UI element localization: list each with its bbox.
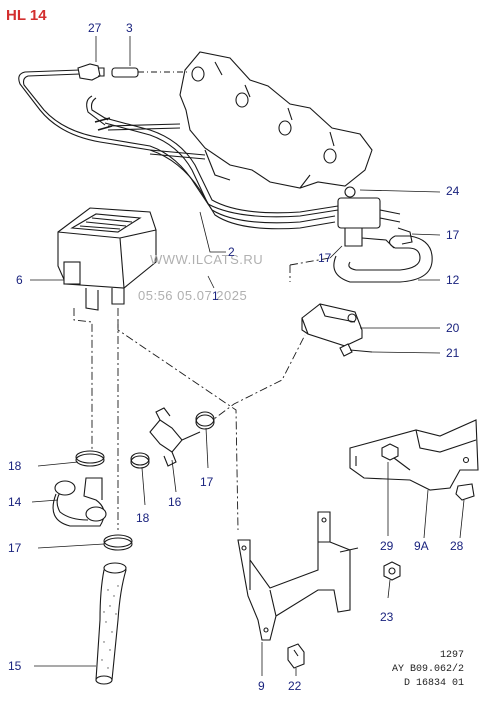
reference-code: AY B09.062/2	[391, 664, 464, 675]
mounting-bracket-9	[237, 511, 359, 641]
callout-17-middle: 17	[200, 475, 214, 489]
vacuum-tubes	[18, 69, 339, 230]
t-connector-16	[149, 407, 201, 467]
bracket-20	[301, 303, 363, 347]
callout-2: 2	[228, 245, 235, 259]
bolt-29	[381, 443, 411, 471]
callout-9a: 9A	[414, 539, 429, 553]
callout-12: 12	[446, 273, 460, 287]
callout-17-valve: 17	[318, 251, 332, 265]
check-valve-27	[77, 63, 105, 81]
callout-leaders	[30, 36, 465, 676]
callout-28: 28	[450, 539, 464, 553]
callout-27: 27	[88, 21, 102, 35]
clamp-17-lower	[103, 534, 133, 551]
reference-date: 1297	[439, 650, 464, 661]
nut-23	[383, 561, 401, 581]
clip-22	[287, 643, 305, 669]
watermark-site: WWW.ILCATS.RU	[150, 252, 264, 267]
callout-16: 16	[168, 495, 182, 509]
callout-18-middle: 18	[136, 511, 150, 525]
clamp-18-middle	[130, 452, 150, 469]
callout-23: 23	[380, 610, 394, 624]
callout-17-top: 17	[446, 228, 460, 242]
reference-drawing-number: D 16834 01	[403, 678, 464, 689]
watermark-timestamp: 05:56 05.07.2025	[138, 288, 248, 303]
hose-12	[333, 227, 433, 283]
solenoid-valve-assembly	[337, 186, 401, 249]
callout-21: 21	[446, 346, 460, 360]
callout-15: 15	[8, 659, 22, 673]
callout-22: 22	[288, 679, 302, 693]
callout-17-lower: 17	[8, 541, 22, 555]
intake-manifold	[179, 51, 373, 189]
hose-14	[52, 477, 107, 527]
callout-29: 29	[380, 539, 394, 553]
callout-20: 20	[446, 321, 460, 335]
clip-28	[455, 483, 475, 501]
callout-14: 14	[8, 495, 22, 509]
callout-1: 1	[212, 289, 219, 303]
bracket-9a	[349, 419, 479, 491]
bolt-21	[339, 343, 373, 357]
clamp-17-middle	[195, 411, 215, 430]
connector-3	[111, 67, 190, 78]
canister-6	[57, 207, 157, 311]
leader-lines	[73, 257, 331, 531]
callout-9: 9	[258, 679, 265, 693]
hose-15	[95, 562, 127, 685]
callout-6: 6	[16, 273, 23, 287]
clamp-18-upper	[75, 450, 105, 467]
callout-18-left: 18	[8, 459, 22, 473]
callout-24: 24	[446, 184, 460, 198]
callout-3: 3	[126, 21, 133, 35]
diagram-title: HL 14	[6, 7, 47, 24]
